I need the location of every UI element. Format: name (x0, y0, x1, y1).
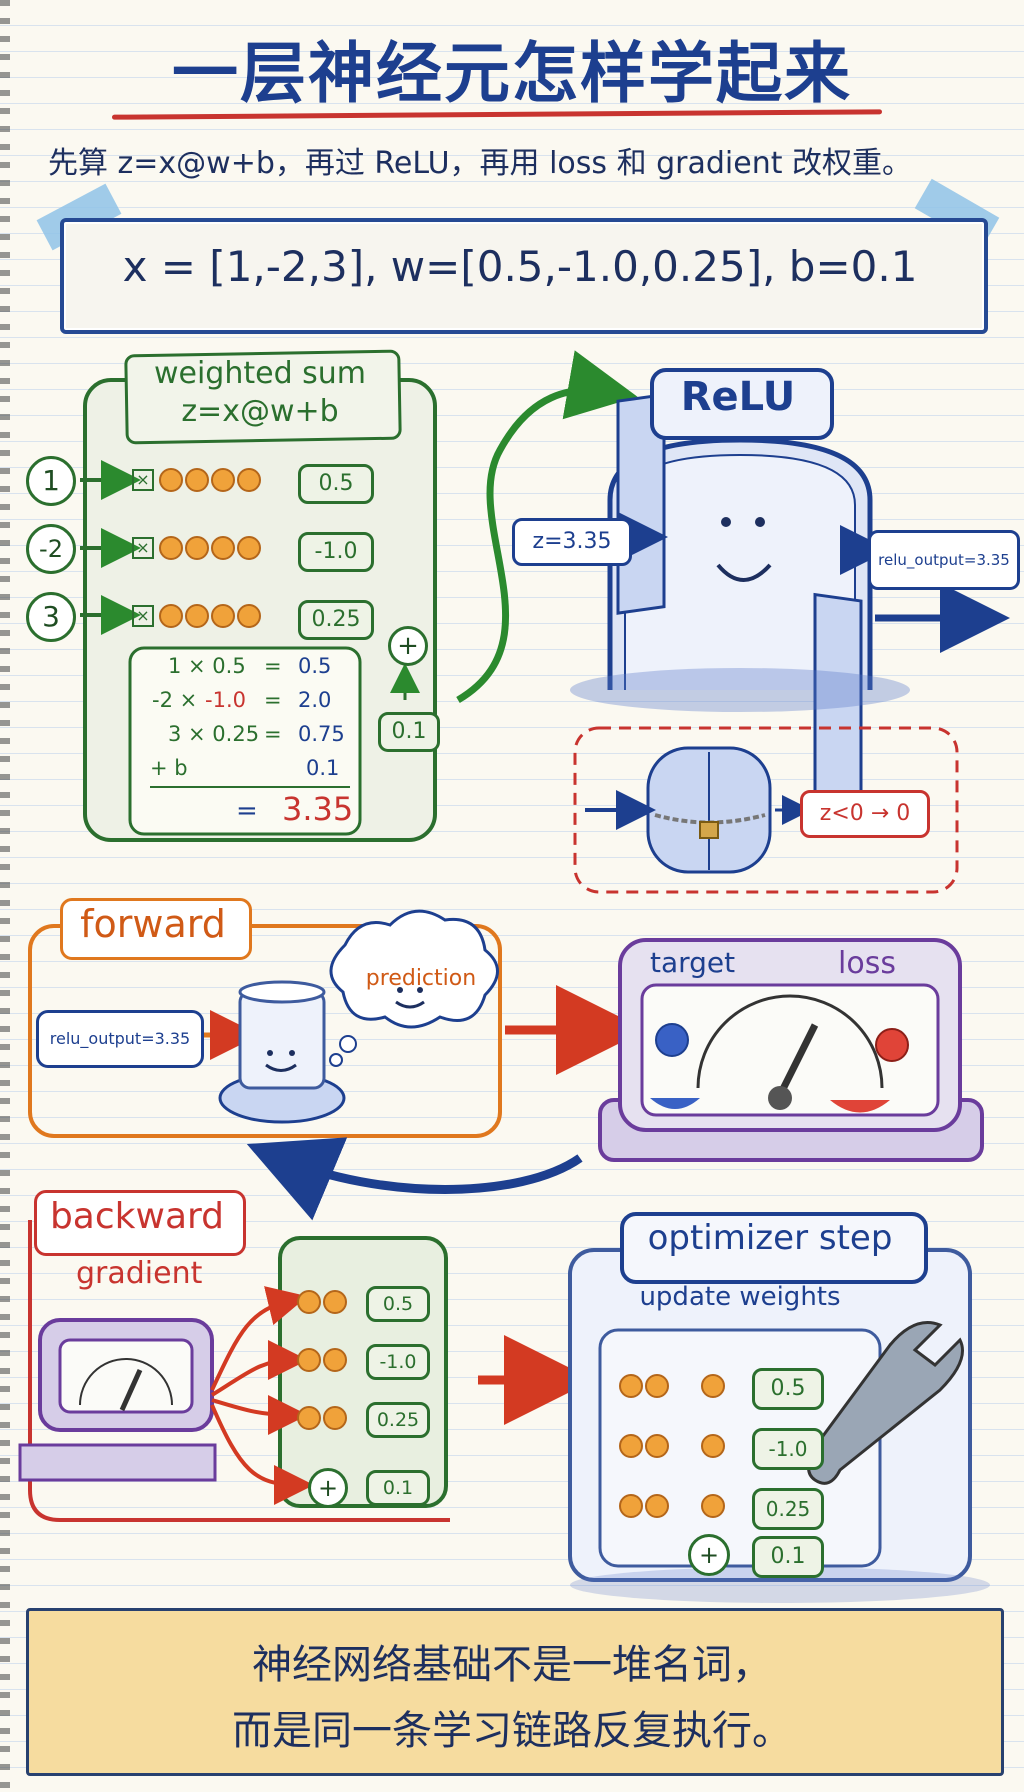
input-node-3: 3 (26, 592, 76, 642)
gradient-label: gradient (76, 1256, 203, 1291)
times-icon: × (132, 605, 154, 627)
bias-pill: 0.1 (378, 712, 440, 752)
opt-bias: 0.1 (752, 1536, 824, 1578)
forward-input: relu_output=3.35 (36, 1010, 204, 1068)
grad-weight-3: 0.25 (366, 1402, 430, 1438)
times-icon: × (132, 469, 154, 491)
grad-plus-icon: + (308, 1468, 348, 1508)
calc-eq-1: = (264, 654, 282, 678)
opt-weight-1: 0.5 (752, 1368, 824, 1410)
calc-result: 3.35 (282, 790, 354, 828)
subtitle: 先算 z=x@w+b，再过 ReLU，再用 loss 和 gradient 改权… (48, 146, 913, 181)
grad-row-3 (296, 1406, 348, 1430)
calc-value-4: 0.1 (306, 756, 340, 780)
opt-row-3 (618, 1494, 726, 1518)
footer-line-1: 神经网络基础不是一堆名词， (252, 1642, 772, 1688)
input-node-1: 1 (26, 456, 76, 506)
grad-row-2 (296, 1348, 348, 1372)
weight-pill-2: -1.0 (298, 532, 374, 572)
input-node-2: -2 (26, 524, 76, 574)
weighted-sum-label: weighted sum (153, 356, 367, 391)
page-title: 一层神经元怎样学起来 (172, 35, 852, 112)
target-label: target (650, 946, 736, 979)
input-values: x = [1,-2,3], w=[0.5,-1.0,0.25], b=0.1 (122, 242, 918, 291)
calc-value-1: 0.5 (298, 654, 332, 678)
grad-row-1 (296, 1290, 348, 1314)
abacus-row-3: × (132, 604, 262, 628)
relu-output: relu_output=3.35 (868, 530, 1020, 590)
footer-line-2: 而是同一条学习链路反复执行。 (232, 1708, 792, 1754)
optimizer-header (620, 1212, 928, 1284)
calc-term-2-neg: -1.0 (205, 688, 246, 712)
prediction-cloud-label: prediction (365, 966, 477, 991)
calc-divider (150, 786, 350, 788)
optimizer-label: optimizer step (647, 1218, 893, 1258)
backward-label: backward (49, 1196, 225, 1237)
relu-header (650, 368, 834, 440)
opt-row-1 (618, 1374, 726, 1398)
grad-bias: 0.1 (366, 1470, 430, 1506)
calc-eq-2: = (264, 688, 282, 712)
weight-pill-3: 0.25 (298, 600, 374, 640)
calc-term-2: -2 × (152, 688, 198, 712)
opt-weight-2: -1.0 (752, 1428, 824, 1470)
input-banner (60, 218, 988, 334)
grad-weight-2: -1.0 (366, 1344, 430, 1380)
relu-input: z=3.35 (512, 518, 632, 566)
calc-term-3: 3 × 0.25 (168, 722, 260, 746)
forward-label: forward (80, 902, 226, 946)
opt-row-2 (618, 1434, 726, 1458)
grad-weight-1: 0.5 (366, 1286, 430, 1322)
relu-negative-rule: z<0 → 0 (800, 790, 930, 838)
abacus-row-2: × (132, 536, 262, 560)
footer-banner (26, 1608, 1004, 1776)
weight-pill-1: 0.5 (298, 464, 374, 504)
calc-term-4: + b (150, 756, 188, 780)
weighted-sum-formula: z=x@w+b (181, 394, 339, 429)
opt-weight-3: 0.25 (752, 1488, 824, 1530)
calc-value-2: 2.0 (298, 688, 332, 712)
times-icon: × (132, 537, 154, 559)
backward-tag (34, 1190, 246, 1256)
loss-label: loss (838, 946, 896, 981)
plus-icon: + (388, 626, 428, 666)
calc-result-eq: = (236, 796, 258, 826)
notebook-spiral (0, 0, 10, 1792)
abacus-row-1: × (132, 468, 262, 492)
opt-plus-icon: + (688, 1534, 730, 1576)
calc-term-1: 1 × 0.5 (168, 654, 246, 678)
calc-value-3: 0.75 (298, 722, 345, 746)
optimizer-sub: update weights (639, 1282, 841, 1312)
relu-label: ReLU (680, 374, 796, 420)
forward-tag (60, 898, 252, 960)
calc-eq-3: = (264, 722, 282, 746)
